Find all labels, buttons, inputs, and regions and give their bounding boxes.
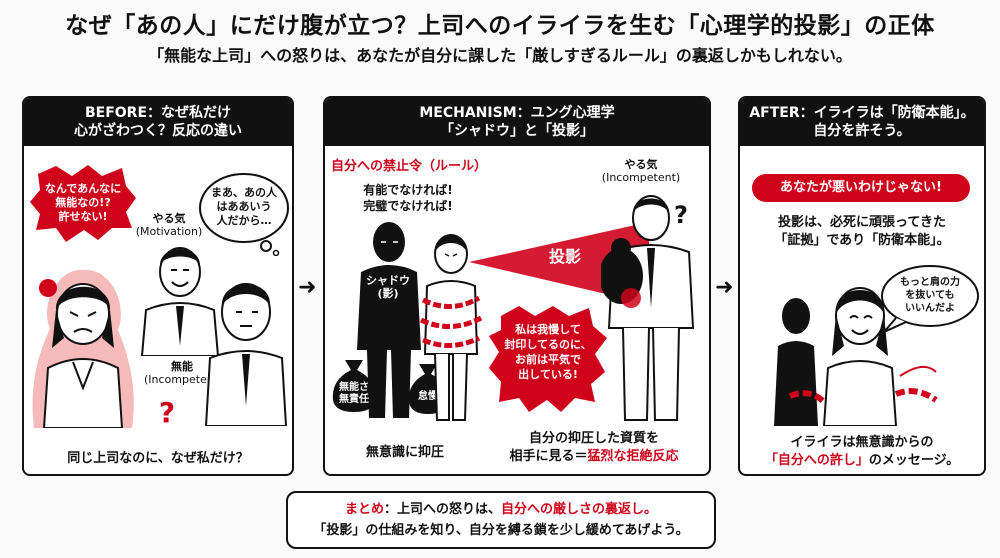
after-caption-line2: 「自分への許し」のメッセージ。 [744,452,980,470]
before-panel: BEFORE：なぜ私だけ 心がざわつく？反応の違い なんであんなに 無能なの!?… [22,96,294,476]
summary-label: まとめ [344,502,384,517]
red-bubble-text: 私は我慢して 封印してるのに、 お前は平気で 出している! [495,322,601,382]
after-bubble-line-1: もっと肩の力 [900,277,960,288]
boss-label-jp: やる気 [152,212,186,225]
rule-lines: 有能でなければ! 完璧でなければ! [343,182,473,214]
bag2-label: 怠慢 [418,391,438,402]
after-bubble-line-2: を抜いても [905,290,955,301]
bag1-label: 無能さ 無責任 [329,382,379,406]
rule-title: 自分への禁止令（ルール） [331,159,488,174]
question-mark: ? [158,396,176,429]
bag1-line-2: 無責任 [339,394,369,405]
summary-line2: 「投影」の仕組みを知り、自分を縛る鎖を少し緩めてあげよう。 [313,523,689,538]
incompetent-jp: 無能 [171,360,193,373]
after-caption-line2a: 「自分への許し」 [764,453,869,468]
incompetent-en: (Incompetent) [144,373,223,386]
mech-caption-line2b: 猛烈な拒絶反応 [587,449,679,464]
projected-boss-figure [601,195,695,421]
summary-line1b: ：上司への怒りは、 [383,502,501,517]
angry-line-2: 無能なの!? [55,196,111,209]
before-head-line1: BEFORE：なぜ私だけ [84,105,232,121]
mech-caption-line2: 相手に見る＝猛烈な拒絶反応 [481,448,707,466]
rule-line-2: 完璧でなければ! [363,199,453,213]
calm-line-1: まあ、あの人 [211,186,277,199]
mech-boss-en: (Incompetent) [601,171,681,184]
angry-line-1: なんであんなに [44,182,122,195]
boss-incompetent-label: 無能 (Incompetent) [144,360,223,386]
summary-box: まとめ：上司への怒りは、自分への厳しさの裏返し。 「投影」の仕組みを知り、自分を… [286,491,716,549]
bag-incompetence [332,360,376,412]
before-head-line2: 心がざわつく？反応の違い [74,123,242,139]
after-body-line2: 「証拠」であり「防衛本能」。 [774,233,950,248]
angry-line-3: 許せない! [58,210,108,223]
mech-caption-line1: 自分の抑圧した資質を [528,431,659,446]
mechanism-head-line2: 「シャドウ」と「投影」 [440,123,594,139]
bag1-line-1: 無能さ [339,382,369,393]
summary-line1: まとめ：上司への怒りは、自分への厳しさの裏返し。 [288,499,714,520]
after-caption-line1: イライラは無意識からの [790,435,934,450]
calm-line-2: はああいう [216,200,272,213]
before-caption: 同じ上司なのに、なぜ私だけ？ [67,451,249,466]
red-bubble-line-1: 私は我慢して [515,323,581,336]
after-caption: イライラは無意識からの 「自分への許し」のメッセージ。 [744,434,980,470]
chained-woman-figure [419,234,483,421]
mechanism-caption: 自分の抑圧した資質を 相手に見る＝猛烈な拒絶反応 [481,430,707,466]
mech-boss-label: やる気 (Incompetent) [601,158,681,184]
rule-line-1: 有能でなければ! [363,183,453,197]
mechanism-panel-header: MECHANISM：ユング心理学 「シャドウ」と「投影」 [325,98,709,146]
thought-bubble-text: まあ、あの人 はああいう 人だから… [202,186,286,228]
red-bubble-shape [489,306,607,412]
mech-boss-jp: やる気 [624,158,658,171]
red-bubble-line-2: 封印してるのに、 [504,338,592,351]
shadow-label-jp: シャドウ [366,274,410,287]
after-head-line1: AFTER：イライラは「防衛本能」。 [749,105,975,121]
calm-line-3: 人だから… [216,214,272,227]
shadow-figure [357,222,421,418]
after-bubble-line-3: いいんだよ [905,303,955,314]
angry-bubble-shape [30,165,136,242]
calm-man-figure [204,283,288,426]
after-panel: AFTER：イライラは「防衛本能」。 自分を許そう。 あなたが悪いわけじゃない!… [738,96,986,476]
mechanism-head-line1: MECHANISM：ユング心理学 [419,105,615,121]
red-bubble-line-3: お前は平気で [515,353,581,366]
red-bubble-line-4: 出している! [518,368,578,381]
after-caption-line2b: のメッセージ。 [868,453,960,468]
angry-bubble-text: なんであんなに 無能なの!? 許せない! [34,182,132,224]
boss-label-en: (Motivation) [135,225,203,238]
after-bubble-text: もっと肩の力 を抜いても いいんだよ [886,276,974,315]
suppress-caption: 無意識に抑圧 [365,445,444,460]
page-title: なぜ「あの人」にだけ腹が立つ？上司へのイライラを生む「心理学的投影」の正体 [65,13,935,39]
after-body: 投影は、必死に頑張ってきた 「証拠」であり「防衛本能」。 [744,214,980,250]
after-panel-header: AFTER：イライラは「防衛本能」。 自分を許そう。 [740,98,984,146]
mech-question-mark: ? [674,201,688,229]
boss-figure [140,247,220,356]
after-head-line2: 自分を許そう。 [813,123,911,139]
shadow-label: シャドウ (影) [361,274,415,300]
angry-woman-figure [32,269,134,428]
thought-bubble-shape [199,173,289,256]
projection-label: 投影 [548,247,581,266]
arrow-2: ➜ [715,275,734,300]
after-red-pill: あなたが悪いわけじゃない! [752,174,970,202]
arrow-1: ➜ [298,275,317,300]
summary-line1c: 自分への厳しさの裏返し。 [501,502,658,517]
mechanism-panel: MECHANISM：ユング心理学 「シャドウ」と「投影」 自分への禁止令（ルール… [323,96,711,476]
after-body-line1: 投影は、必死に頑張ってきた [778,215,946,230]
shadow-label-sub: (影) [377,287,399,300]
boss-motivation-label: やる気 (Motivation) [124,212,214,238]
page-subtitle: 「無能な上司」への怒りは、あなたが自分に課した「厳しすぎるルール」の裏返しかもし… [148,46,852,65]
relieved-woman-figure [774,287,938,426]
mech-caption-line2a: 相手に見る＝ [509,449,588,464]
before-panel-header: BEFORE：なぜ私だけ 心がざわつく？反応の違い [24,98,292,146]
